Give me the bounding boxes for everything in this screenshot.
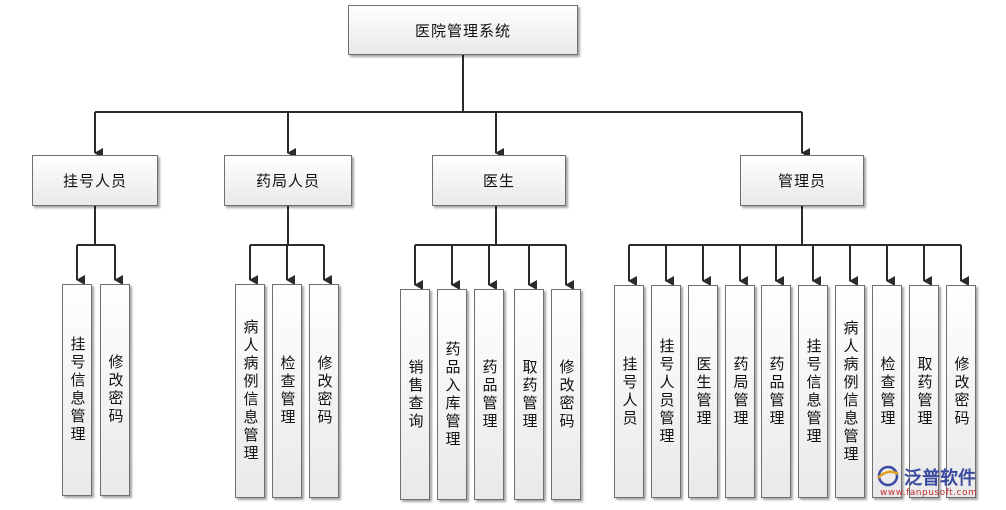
function-node: 修改密码	[551, 289, 581, 500]
role-node-2: 药局人员	[224, 155, 352, 206]
fanpu-logo-icon	[877, 465, 899, 487]
function-node: 药品管理	[761, 285, 791, 498]
function-node: 检查管理	[872, 285, 902, 498]
root-node: 医院管理系统	[348, 5, 578, 55]
function-node: 医生管理	[688, 285, 718, 498]
function-node: 药品管理	[474, 289, 504, 500]
function-node: 病人病例信息管理	[235, 284, 265, 498]
function-node: 挂号信息管理	[798, 285, 828, 498]
function-node: 修改密码	[946, 285, 976, 498]
function-node: 销售查询	[400, 289, 430, 500]
function-node: 修改密码	[309, 284, 339, 498]
role-node-3: 医生	[432, 155, 566, 206]
function-node: 修改密码	[100, 284, 130, 496]
function-node: 挂号信息管理	[62, 284, 92, 496]
role-node-1: 挂号人员	[32, 155, 158, 206]
watermark-brand: 泛普软件	[904, 468, 976, 489]
function-node: 挂号人员管理	[651, 285, 681, 498]
function-node: 病人病例信息管理	[835, 285, 865, 498]
function-node: 挂号人员	[614, 285, 644, 498]
function-node: 取药管理	[514, 289, 544, 500]
role-node-4: 管理员	[740, 155, 864, 206]
function-node: 药品入库管理	[437, 289, 467, 500]
connector-lines	[76, 55, 969, 290]
function-node: 取药管理	[909, 285, 939, 498]
function-node: 药局管理	[725, 285, 755, 498]
function-node: 检查管理	[272, 284, 302, 498]
watermark-url: www.fanpusoft.com	[880, 488, 978, 498]
